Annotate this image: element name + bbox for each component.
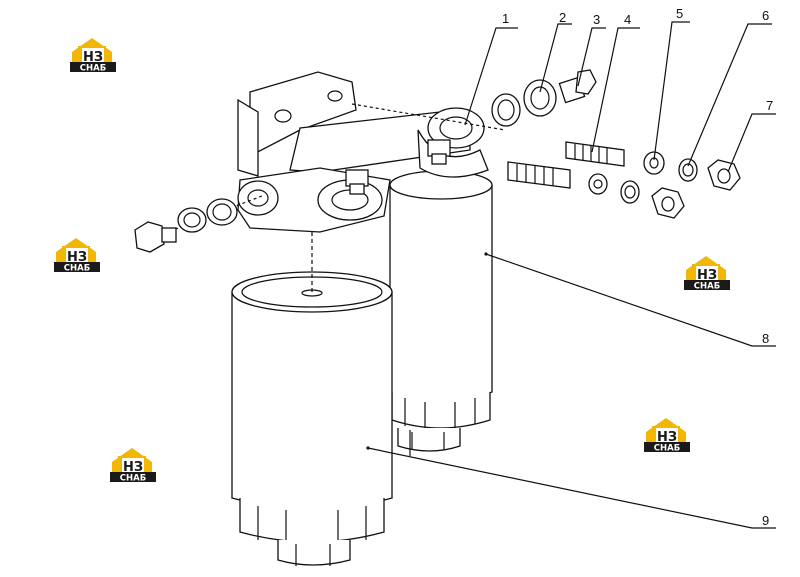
watermark-letters: НЗ	[83, 50, 103, 65]
lock-washer-6-upper	[678, 158, 698, 182]
watermark-logo-4: НЗ СНАБ	[644, 418, 690, 454]
watermark-logo-3: НЗ СНАБ	[684, 256, 730, 292]
callout-8: 8	[762, 331, 769, 346]
drain-plug-left	[134, 221, 177, 253]
front-filter-canister	[231, 271, 393, 566]
sealing-washer-2b	[523, 79, 557, 117]
watermark-caption: СНАБ	[694, 282, 720, 292]
sealing-washer-left-b	[206, 198, 238, 226]
sealing-washer-2a	[491, 93, 521, 127]
top-bolt-front	[345, 169, 369, 195]
watermark-caption: СНАБ	[654, 444, 680, 454]
watermark-caption: СНАБ	[80, 64, 106, 74]
callout-7: 7	[766, 98, 773, 113]
watermark-logo-2: НЗ СНАБ	[54, 238, 100, 274]
callout-1: 1	[502, 11, 509, 26]
flat-washer-5-upper	[643, 151, 665, 175]
callout-3: 3	[593, 12, 600, 27]
hex-nut-7-upper	[707, 159, 741, 191]
hex-nut-7-lower	[651, 187, 685, 219]
callout-6: 6	[762, 8, 769, 23]
watermark-caption: СНАБ	[64, 264, 90, 274]
filter-head-bracket	[237, 71, 489, 233]
callout-5: 5	[676, 6, 683, 21]
sealing-washer-left-a	[177, 207, 207, 233]
watermark-logo-1: НЗ СНАБ	[70, 38, 116, 74]
watermark-logo-5: НЗ СНАБ	[110, 448, 156, 484]
leader-lines	[366, 21, 776, 529]
watermark-letters: НЗ	[657, 430, 677, 445]
stud-bolt-upper	[565, 141, 625, 167]
watermark-letters: НЗ	[697, 268, 717, 283]
lock-washer-6-lower	[620, 180, 640, 204]
stud-bolt-lower	[507, 161, 571, 189]
rear-filter-canister	[389, 170, 493, 452]
banjo-fitting-3	[558, 69, 597, 104]
top-bolt-rear	[427, 139, 451, 165]
callout-4: 4	[624, 12, 631, 27]
watermark-letters: НЗ	[67, 250, 87, 265]
watermark-letters: НЗ	[123, 460, 143, 475]
watermark-caption: СНАБ	[120, 474, 146, 484]
callout-2: 2	[559, 10, 566, 25]
flat-washer-5-lower	[588, 173, 608, 195]
callout-9: 9	[762, 513, 769, 528]
